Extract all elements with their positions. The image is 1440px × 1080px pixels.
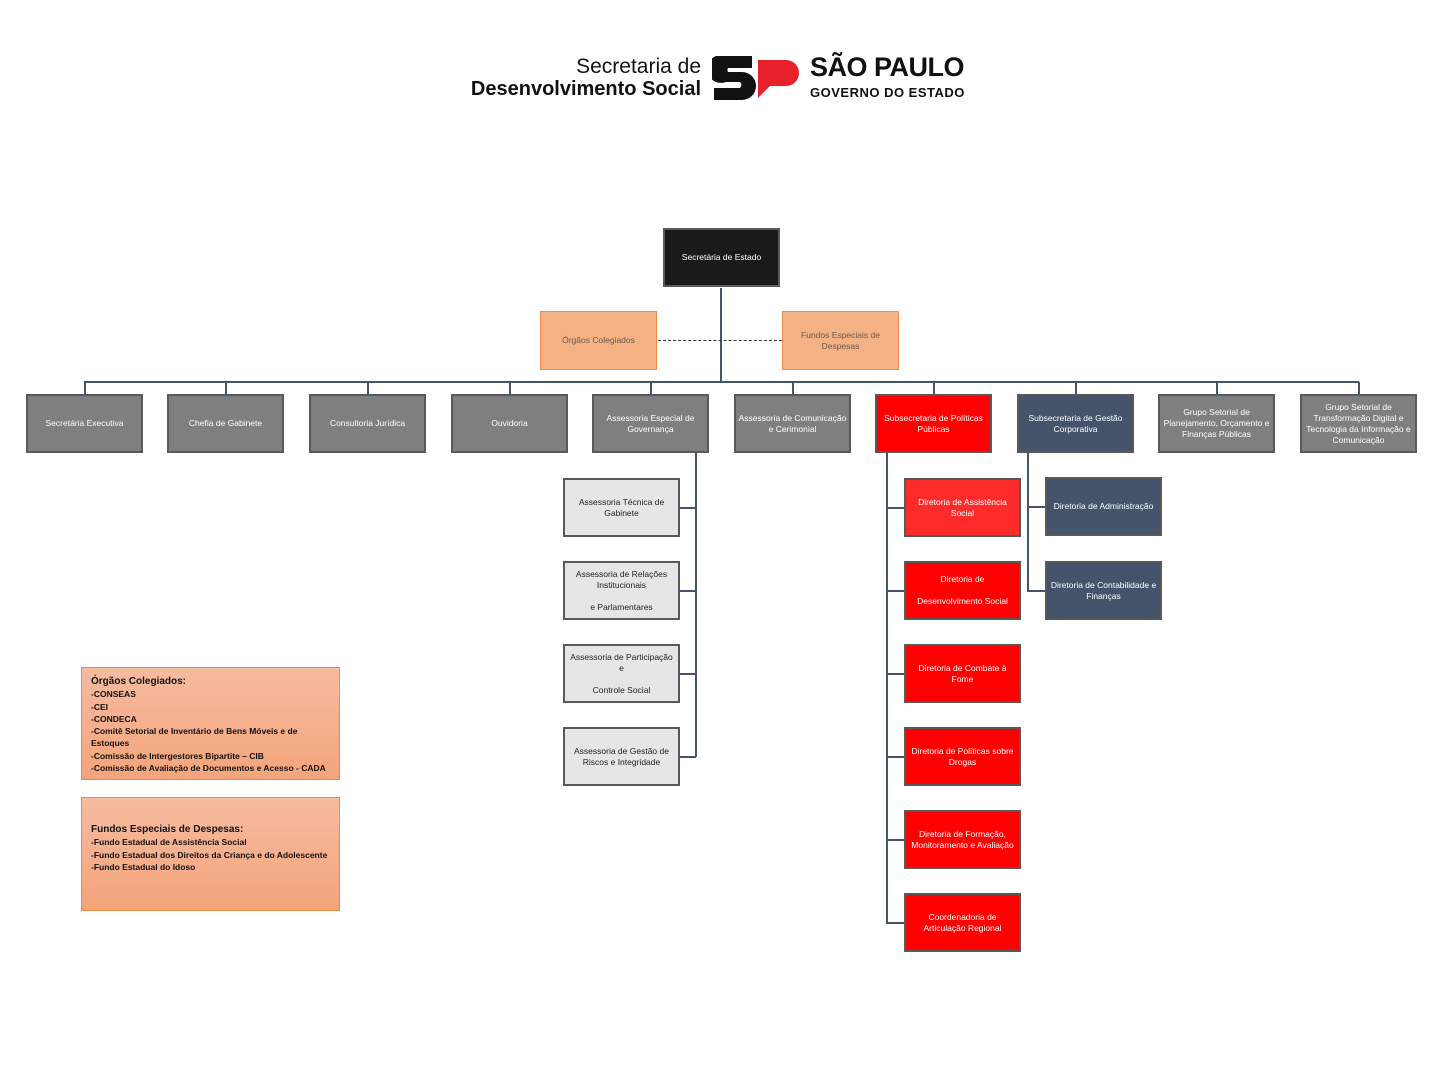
connector — [1027, 453, 1029, 591]
legend-item: -Comissão de Intergestores Bipartite – C… — [91, 750, 264, 761]
org-box-orgaos-colegiados: Órgãos Colegiados — [540, 311, 657, 370]
legend-item: -Comissão de Avaliação de Documentos e A… — [91, 763, 326, 774]
org-box-level1: Chefia de Gabinete — [167, 394, 284, 453]
org-box-level1: Consultoria Jurídica — [309, 394, 426, 453]
legend-item: -CONDECA — [91, 713, 137, 724]
org-box-politicas-child: Diretoria de Políticas sobre Drogas — [904, 727, 1021, 786]
legend-item: -Fundo Estadual do Idoso — [91, 861, 196, 872]
org-box-gestao-child: Diretoria de Administração — [1045, 477, 1162, 536]
connector — [84, 382, 86, 394]
connector — [680, 507, 696, 509]
connector — [886, 507, 904, 509]
org-box-governanca-child: Assessoria Técnica de Gabinete — [563, 478, 680, 537]
legend-orgaos-colegiados: Órgãos Colegiados: -CONSEAS-CEI-CONDECA -… — [81, 667, 340, 780]
org-box-level1: Assessoria Especial de Governança — [592, 394, 709, 453]
org-box-secretaria-de-estado: Secretária de Estado — [663, 228, 780, 287]
connector — [886, 590, 904, 592]
connector — [680, 673, 696, 675]
org-box-politicas-child: Diretoria de Combate à Fome — [904, 644, 1021, 703]
connector — [720, 288, 722, 383]
org-box-gestao-child: Diretoria de Contabilidade e Finanças — [1045, 561, 1162, 620]
legend-item: -Fundo Estadual dos Direitos da Criança … — [91, 849, 328, 860]
connector — [367, 382, 369, 394]
sp-logo-icon — [712, 56, 799, 100]
connector — [1216, 382, 1218, 394]
org-box-politicas-child: Diretoria de Formação, Monitoramento e A… — [904, 810, 1021, 869]
org-box-politicas-child: Coordenadoria de Articulação Regional — [904, 893, 1021, 952]
connector — [1358, 382, 1360, 394]
connector — [509, 382, 511, 394]
connector — [886, 839, 904, 841]
logo: Secretaria de Desenvolvimento Social SÃO… — [448, 52, 988, 102]
state-name: SÃO PAULO — [810, 52, 965, 82]
org-box-level1: Subsecretaria de Gestão Corporativa — [1017, 394, 1134, 453]
legend-fundos-especiais: Fundos Especiais de Despesas: -Fundo Est… — [81, 797, 340, 911]
connector — [933, 382, 935, 394]
connector — [886, 922, 904, 924]
connector — [1027, 590, 1045, 592]
connector — [225, 382, 227, 394]
org-box-politicas-child: Diretoria de Assistência Social — [904, 478, 1021, 537]
dashed-connector — [658, 340, 782, 341]
legend-title: Órgãos Colegiados: — [91, 676, 187, 687]
legend-title: Fundos Especiais de Despesas: — [91, 824, 244, 835]
connector — [695, 453, 697, 757]
org-box-level1: Grupo Setorial de Transformação Digital … — [1300, 394, 1417, 453]
org-box-level1: Secretária Executiva — [26, 394, 143, 453]
connector — [792, 382, 794, 394]
connector — [1027, 506, 1045, 508]
state-sub: GOVERNO DO ESTADO — [810, 85, 965, 100]
org-box-governanca-child: Assessoria de Gestão de Riscos e Integri… — [563, 727, 680, 786]
legend-item: -Comitê Setorial de Inventário de Bens M… — [91, 726, 298, 749]
org-box-politicas-child: Diretoria de Desenvolvimento Social — [904, 561, 1021, 620]
connector — [886, 673, 904, 675]
org-box-level1: Grupo Setorial de Planejamento, Orçament… — [1158, 394, 1275, 453]
legend-item: -CONSEAS — [91, 689, 136, 700]
connector — [650, 382, 652, 394]
legend-item: -CEI — [91, 701, 108, 712]
legend-item: -Fundo Estadual de Assistência Social — [91, 837, 247, 848]
logo-line2: Desenvolvimento Social — [470, 78, 701, 100]
org-box-level1: Assessoria de Comunicação e Cerimonial — [734, 394, 851, 453]
connector — [84, 381, 1359, 383]
org-box-fundos-especiais: Fundos Especiais de Despesas — [782, 311, 899, 370]
connector — [886, 453, 888, 922]
org-box-governanca-child: Assessoria de Participação e Controle So… — [563, 644, 680, 703]
org-box-governanca-child: Assessoria de Relações Institucionais e … — [563, 561, 680, 620]
connector — [1075, 382, 1077, 394]
connector — [886, 756, 904, 758]
org-box-level1: Ouvidoria — [451, 394, 568, 453]
org-box-level1: Subsecretaria de Políticas Públicas — [875, 394, 992, 453]
logo-line1: Secretaria de — [576, 55, 701, 78]
connector — [680, 756, 696, 758]
connector — [680, 590, 696, 592]
